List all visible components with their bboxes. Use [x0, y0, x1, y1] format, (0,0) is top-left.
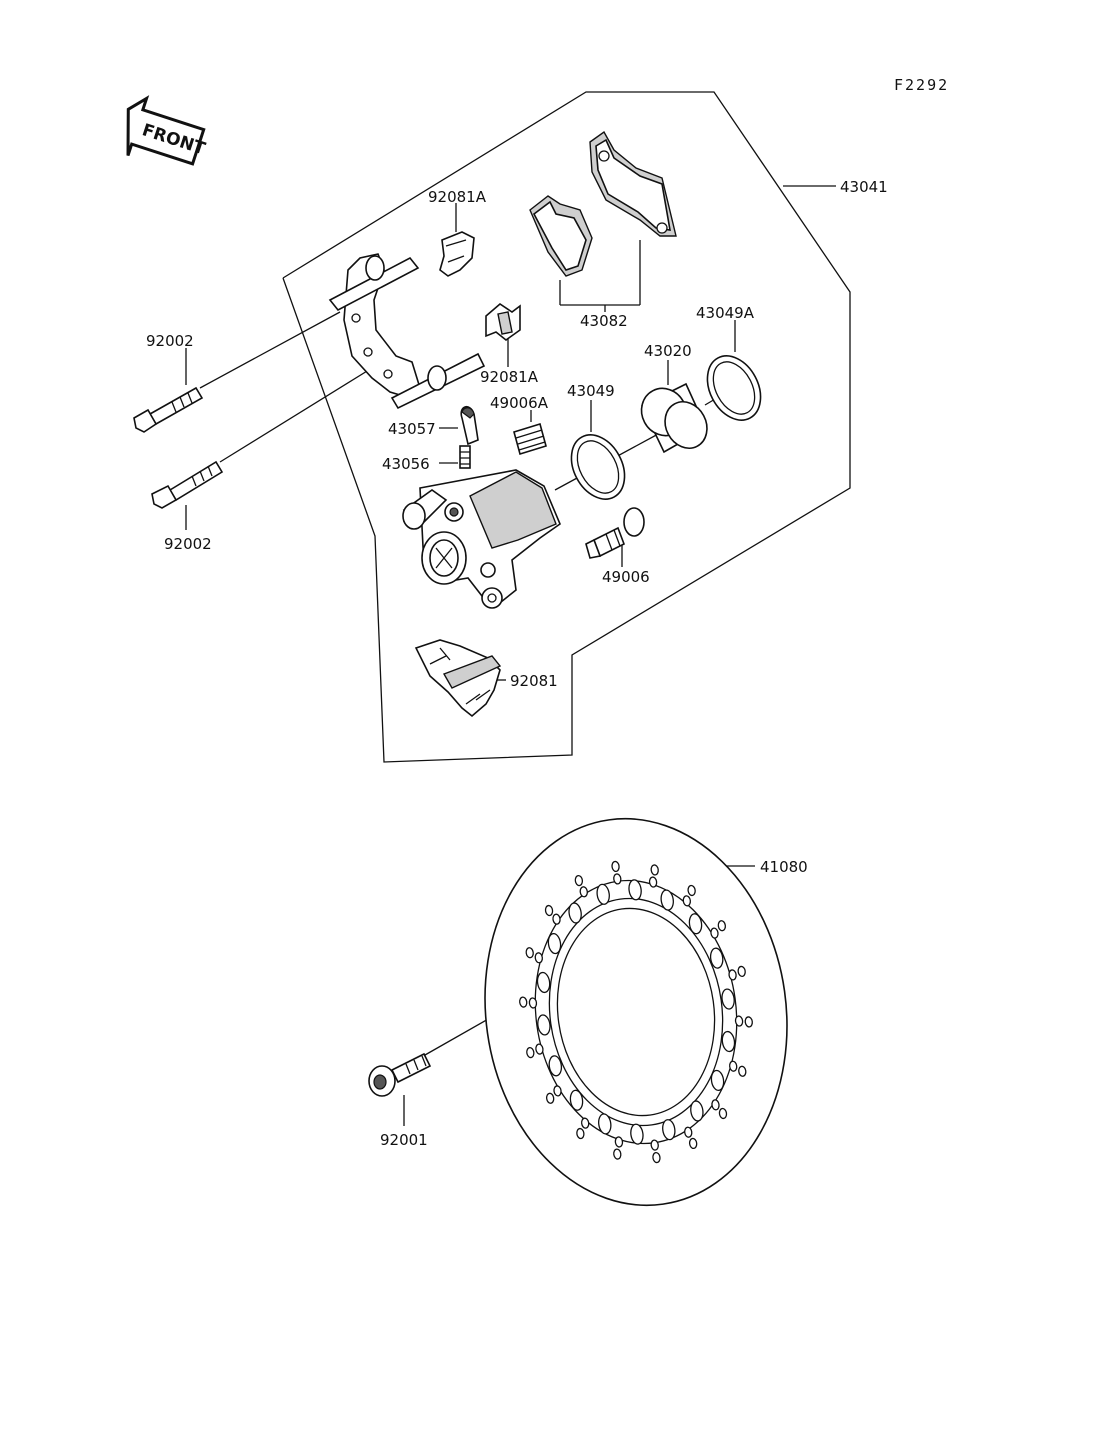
slide-pin — [585, 507, 645, 559]
disc-vent-hole — [548, 1055, 563, 1077]
disc-vent-hole — [662, 1119, 676, 1141]
disc-small-hole — [688, 1137, 698, 1150]
caliper-assembly-outline — [282, 91, 851, 763]
disc-vent-hole — [721, 1030, 736, 1053]
piston-seal — [570, 434, 626, 500]
disc-small-hole — [650, 1139, 659, 1151]
disc-vent-hole — [547, 932, 562, 955]
disc-vent-hole — [721, 988, 735, 1010]
disc-small-hole — [525, 947, 534, 959]
disc-vent-hole — [536, 971, 551, 994]
disc-small-hole — [544, 904, 554, 917]
pad-spring-clip-middle — [485, 302, 521, 342]
disc-small-hole — [682, 895, 692, 907]
disc-small-hole — [576, 1127, 585, 1140]
disc-small-hole — [729, 1060, 738, 1072]
disc-vent-hole — [596, 883, 610, 905]
disc-small-hole — [613, 1148, 622, 1160]
disc-small-hole — [738, 1065, 747, 1077]
disc-small-hole — [579, 886, 588, 898]
disc-mounting-bolt — [368, 1052, 432, 1097]
disc-small-hole — [553, 1085, 562, 1097]
caliper-body — [402, 469, 561, 609]
brake-disc — [484, 817, 788, 1207]
disc-vent-hole — [710, 1069, 725, 1092]
bleeder-cap — [460, 406, 479, 446]
label-92002-upper: 92002 — [146, 332, 194, 350]
label-92081A-top: 92081A — [428, 188, 487, 206]
pad-spring-clip-top — [439, 231, 475, 277]
disc-small-hole — [613, 873, 622, 885]
disc-small-hole — [614, 1136, 624, 1148]
disc-small-hole — [534, 952, 543, 964]
disc-vent-hole — [688, 913, 703, 935]
caliper-piston — [640, 382, 708, 454]
disc-small-hole — [710, 927, 719, 939]
label-49006: 49006 — [602, 568, 650, 586]
label-43041: 43041 — [840, 178, 888, 196]
disc-vent-hole — [709, 947, 724, 969]
caliper-bolt-lower — [151, 460, 224, 509]
label-92002-lower: 92002 — [164, 535, 212, 553]
caliper-bracket — [328, 253, 486, 410]
disc-small-hole — [574, 874, 584, 887]
disc-small-hole — [519, 996, 528, 1008]
disc-vent-hole — [598, 1113, 612, 1135]
disc-small-hole — [526, 1046, 535, 1059]
disc-small-hole — [535, 1043, 544, 1055]
front-arrow-icon: FRONT — [126, 95, 208, 166]
disc-small-hole — [648, 876, 658, 888]
disc-vent-hole — [568, 902, 582, 924]
slide-pin-boot — [513, 422, 547, 456]
disc-vent-hole — [690, 1100, 704, 1122]
dust-seal — [706, 355, 762, 421]
disc-small-hole — [734, 1015, 744, 1027]
disc-small-hole — [650, 864, 659, 876]
label-43049: 43049 — [567, 382, 615, 400]
figure-code: F2292 — [894, 76, 949, 94]
bleeder-valve — [459, 445, 471, 469]
disc-vent-hole — [660, 889, 674, 911]
disc-small-hole — [687, 884, 696, 897]
brake-pad-rear — [589, 130, 677, 237]
disc-vent-hole — [630, 1123, 644, 1145]
label-43082: 43082 — [580, 312, 628, 330]
disc-small-hole — [718, 1107, 728, 1120]
pad-spring — [414, 639, 502, 718]
label-92001: 92001 — [380, 1131, 428, 1149]
label-43057: 43057 — [388, 420, 436, 438]
disc-vent-hole — [537, 1014, 551, 1036]
disc-small-hole — [552, 913, 561, 925]
label-43056: 43056 — [382, 455, 430, 473]
disc-small-hole — [711, 1099, 720, 1111]
label-92081A-middle: 92081A — [480, 368, 539, 386]
disc-small-hole — [717, 920, 727, 932]
disc-holes — [519, 860, 753, 1164]
disc-small-hole — [528, 997, 538, 1009]
disc-small-hole — [580, 1117, 590, 1129]
disc-small-hole — [737, 965, 746, 978]
disc-small-hole — [744, 1016, 753, 1028]
label-43049A: 43049A — [696, 304, 755, 322]
label-43020: 43020 — [644, 342, 692, 360]
brake-pad-front — [529, 195, 593, 277]
disc-vent-hole — [569, 1089, 584, 1111]
disc-small-hole — [611, 860, 620, 873]
label-49006A: 49006A — [490, 394, 549, 412]
disc-small-hole — [728, 969, 737, 981]
disc-small-hole — [684, 1126, 693, 1138]
label-41080: 41080 — [760, 858, 808, 876]
disc-small-hole — [545, 1092, 555, 1104]
disc-vent-hole — [628, 879, 642, 901]
label-92081: 92081 — [510, 672, 558, 690]
caliper-bolt-upper — [133, 386, 204, 433]
disc-small-hole — [652, 1151, 661, 1164]
